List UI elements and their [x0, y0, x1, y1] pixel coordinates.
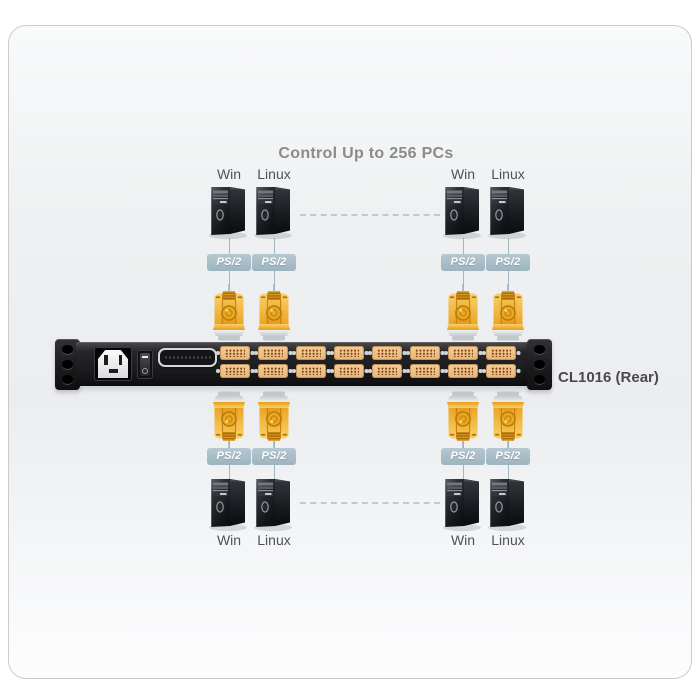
rack-ear-hole	[534, 345, 545, 354]
kvm-vga-port	[216, 346, 250, 360]
kvm-vga-port	[254, 364, 288, 378]
computer-tower-icon	[254, 476, 294, 532]
daisy-chain-port	[158, 348, 217, 367]
computer-tower-icon	[209, 476, 249, 532]
computer-os-label: Linux	[257, 532, 291, 548]
rack-ear-hole	[534, 375, 545, 384]
daisy-chain-dashed-line-top	[300, 214, 440, 216]
ps2-cable-badge: PS/2	[441, 254, 485, 271]
kvm-vga-port	[330, 364, 364, 378]
computer-tower-icon	[254, 184, 294, 240]
kvm-vga-port	[292, 346, 326, 360]
kvm-vga-port	[406, 364, 440, 378]
ps2-cable-badge: PS/2	[441, 448, 485, 465]
kvm-model-label: CL1016 (Rear)	[558, 369, 659, 386]
vga-connector-icon	[443, 284, 483, 342]
vga-connector-icon	[443, 390, 483, 448]
diagram-title: Control Up to 256 PCs	[278, 145, 454, 162]
computer-os-label: Win	[216, 166, 242, 182]
kvm-vga-port	[444, 364, 478, 378]
rack-ear-hole	[62, 345, 73, 354]
kvm-vga-port	[482, 346, 516, 360]
vga-connector-icon	[209, 284, 249, 342]
computer-top-2: Linux	[246, 166, 302, 240]
vga-connector-icon	[254, 390, 294, 448]
kvm-port-row-bottom	[216, 364, 516, 379]
power-switch	[137, 350, 153, 379]
computer-tower-icon	[488, 184, 528, 240]
computer-os-label: Linux	[257, 166, 291, 182]
rack-ear-hole	[62, 360, 73, 369]
kvm-vga-port	[368, 364, 402, 378]
inlet-slot	[118, 355, 122, 365]
computer-os-label: Win	[450, 166, 476, 182]
ps2-cable-badge: PS/2	[207, 448, 251, 465]
vga-connector-icon	[488, 284, 528, 342]
computer-os-label: Linux	[491, 166, 525, 182]
rack-ear-hole	[534, 360, 545, 369]
daisy-chain-dashed-line-bottom	[300, 502, 440, 504]
vga-connector-icon	[254, 284, 294, 342]
computer-top-4: Linux	[480, 166, 536, 240]
kvm-vga-port	[368, 346, 402, 360]
vga-connector-icon	[488, 390, 528, 448]
kvm-vga-port	[444, 346, 478, 360]
power-inlet-face	[98, 350, 128, 378]
computer-bottom-4: Linux	[480, 476, 536, 550]
ps2-cable-badge: PS/2	[486, 448, 530, 465]
kvm-vga-port	[292, 364, 326, 378]
computer-tower-icon	[209, 184, 249, 240]
kvm-rack-ear-right	[527, 339, 552, 390]
ps2-cable-badge: PS/2	[486, 254, 530, 271]
computer-os-label: Win	[450, 532, 476, 548]
kvm-vga-port	[216, 364, 250, 378]
computer-os-label: Linux	[491, 532, 525, 548]
power-inlet	[94, 347, 132, 381]
computer-top-3: Win	[435, 166, 491, 240]
computer-bottom-1: Win	[201, 476, 257, 550]
kvm-vga-port	[254, 346, 288, 360]
computer-tower-icon	[488, 476, 528, 532]
computer-bottom-3: Win	[435, 476, 491, 550]
inlet-slot	[108, 369, 118, 373]
ps2-cable-badge: PS/2	[207, 254, 251, 271]
kvm-port-row-top	[216, 346, 516, 361]
ps2-cable-badge: PS/2	[252, 254, 296, 271]
power-switch-rocker	[140, 353, 150, 376]
kvm-rack-ear-left	[55, 339, 80, 390]
computer-os-label: Win	[216, 532, 242, 548]
computer-tower-icon	[443, 184, 483, 240]
computer-bottom-2: Linux	[246, 476, 302, 550]
kvm-vga-port	[482, 364, 516, 378]
kvm-vga-port	[330, 346, 364, 360]
kvm-vga-port	[406, 346, 440, 360]
computer-tower-icon	[443, 476, 483, 532]
rack-ear-hole	[62, 375, 73, 384]
vga-connector-icon	[209, 390, 249, 448]
ps2-cable-badge: PS/2	[252, 448, 296, 465]
inlet-slot	[104, 355, 108, 365]
computer-top-1: Win	[201, 166, 257, 240]
